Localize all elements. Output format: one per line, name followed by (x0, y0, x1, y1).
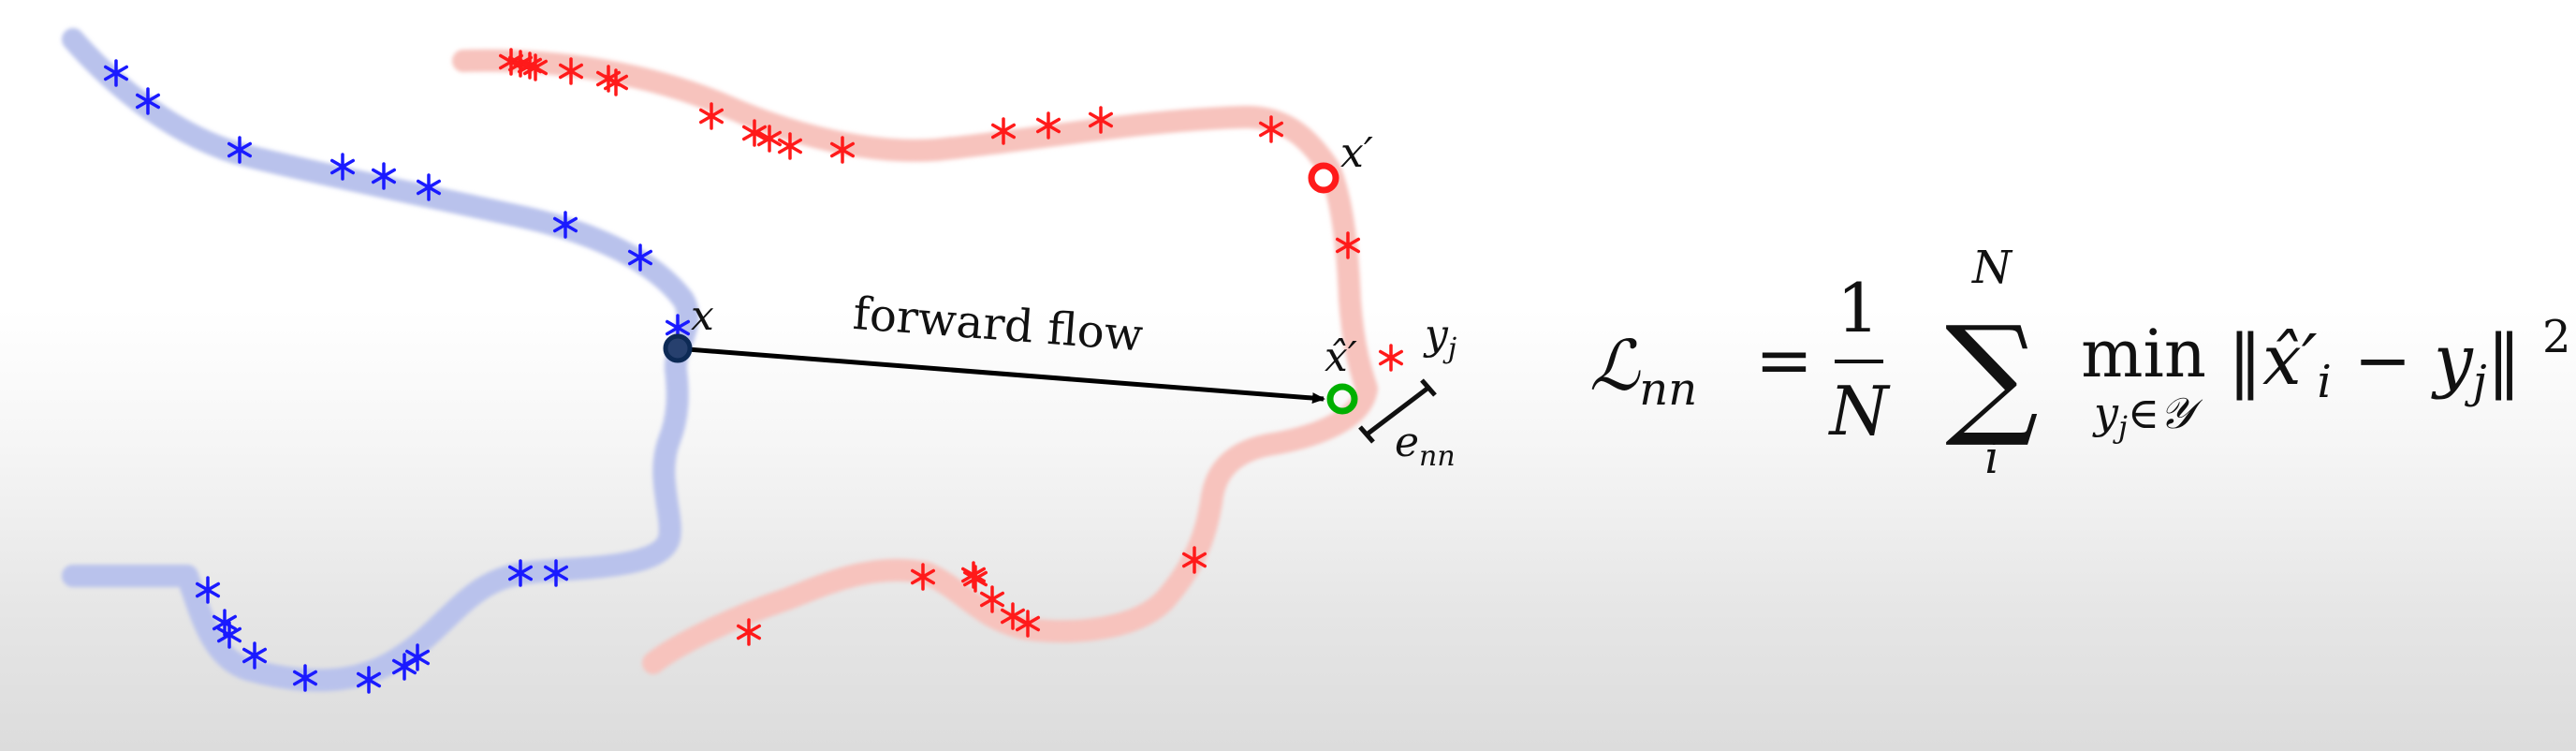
forward-flow-arrow: forward flow (675, 287, 1325, 405)
blue-curve-marker (627, 243, 653, 272)
formula-sum-symbol: ∑ (1945, 299, 2039, 451)
formula-norm: ‖x̂′i − yj‖ (2228, 320, 2522, 408)
formula-fraction-numerator: 1 (1837, 269, 1880, 347)
formula-fraction-denominator: N (1828, 372, 1892, 450)
red-target-curve (452, 48, 1404, 674)
red-curve-marker (558, 57, 584, 85)
red-curve-marker (960, 561, 987, 589)
loss-formula: ℒnn = 1 N N ∑ i min yj∈𝒴 ‖x̂′i − yj‖ 2 (1589, 242, 2571, 484)
red-curve-marker (1035, 111, 1061, 140)
point-x-hat-prime: x̂′ (1325, 333, 1358, 415)
point-y-j-label: yj (1423, 311, 1456, 365)
red-curve-marker (979, 585, 1005, 613)
red-curve-marker (910, 563, 936, 591)
error-bar-label: enn (1395, 419, 1456, 473)
point-x: x (663, 292, 714, 363)
red-curve-path (452, 49, 1378, 674)
error-bar-enn: enn (1358, 378, 1456, 473)
blue-curve-marker (242, 641, 268, 670)
blue-curve-marker (416, 173, 442, 201)
blue-curve-marker (404, 643, 431, 671)
forward-flow-label: forward flow (851, 287, 1145, 362)
red-curve-marker (1258, 115, 1284, 143)
formula-min-subscript: yj∈𝒴 (2092, 388, 2203, 445)
blue-curve-marker (329, 153, 356, 181)
blue-curve-marker (543, 559, 569, 587)
point-y-j: yj (1423, 311, 1456, 365)
red-curve-marker (1088, 106, 1114, 134)
blue-curve-marker (195, 576, 221, 604)
point-x-label: x (691, 292, 714, 340)
blue-curve-marker (371, 162, 397, 190)
blue-curve-path (62, 28, 699, 692)
red-curve-marker (1378, 344, 1404, 372)
formula-sum-lower: i (1984, 432, 1998, 484)
red-curve-marker (741, 119, 768, 147)
blue-curve-marker (507, 559, 534, 587)
blue-curve-marker (216, 621, 242, 649)
red-curve-marker (603, 68, 629, 96)
blue-source-curve (62, 28, 699, 694)
red-curve-marker (962, 565, 988, 593)
formula-exponent: 2 (2542, 311, 2571, 363)
red-curve-marker (1015, 610, 1041, 638)
red-curve-marker (756, 125, 783, 153)
red-curve-marker (522, 53, 549, 81)
red-curve-marker (990, 117, 1017, 145)
point-x-prime: x′ (1308, 129, 1373, 194)
red-curve-marker (698, 102, 724, 130)
blue-curve-marker (292, 664, 318, 692)
red-curve-marker (1335, 231, 1361, 259)
formula-lhs: ℒnn (1589, 326, 1697, 416)
formula-sum-upper: N (1971, 242, 2013, 294)
blue-curve-marker (103, 59, 129, 87)
point-x-hat-prime-label: x̂′ (1325, 333, 1357, 381)
blue-curve-marker (552, 211, 578, 239)
point-x-prime-label: x′ (1340, 129, 1373, 177)
blue-curve-marker (135, 87, 161, 115)
formula-equals: = (1755, 320, 1813, 401)
red-curve-marker (829, 136, 856, 164)
blue-curve-marker (227, 136, 253, 164)
red-curve-marker (736, 618, 762, 646)
blue-curve-marker (356, 666, 382, 694)
red-curve-marker (1181, 546, 1208, 574)
formula-min-operator: min (2081, 316, 2206, 392)
red-curve-marker (777, 132, 803, 160)
